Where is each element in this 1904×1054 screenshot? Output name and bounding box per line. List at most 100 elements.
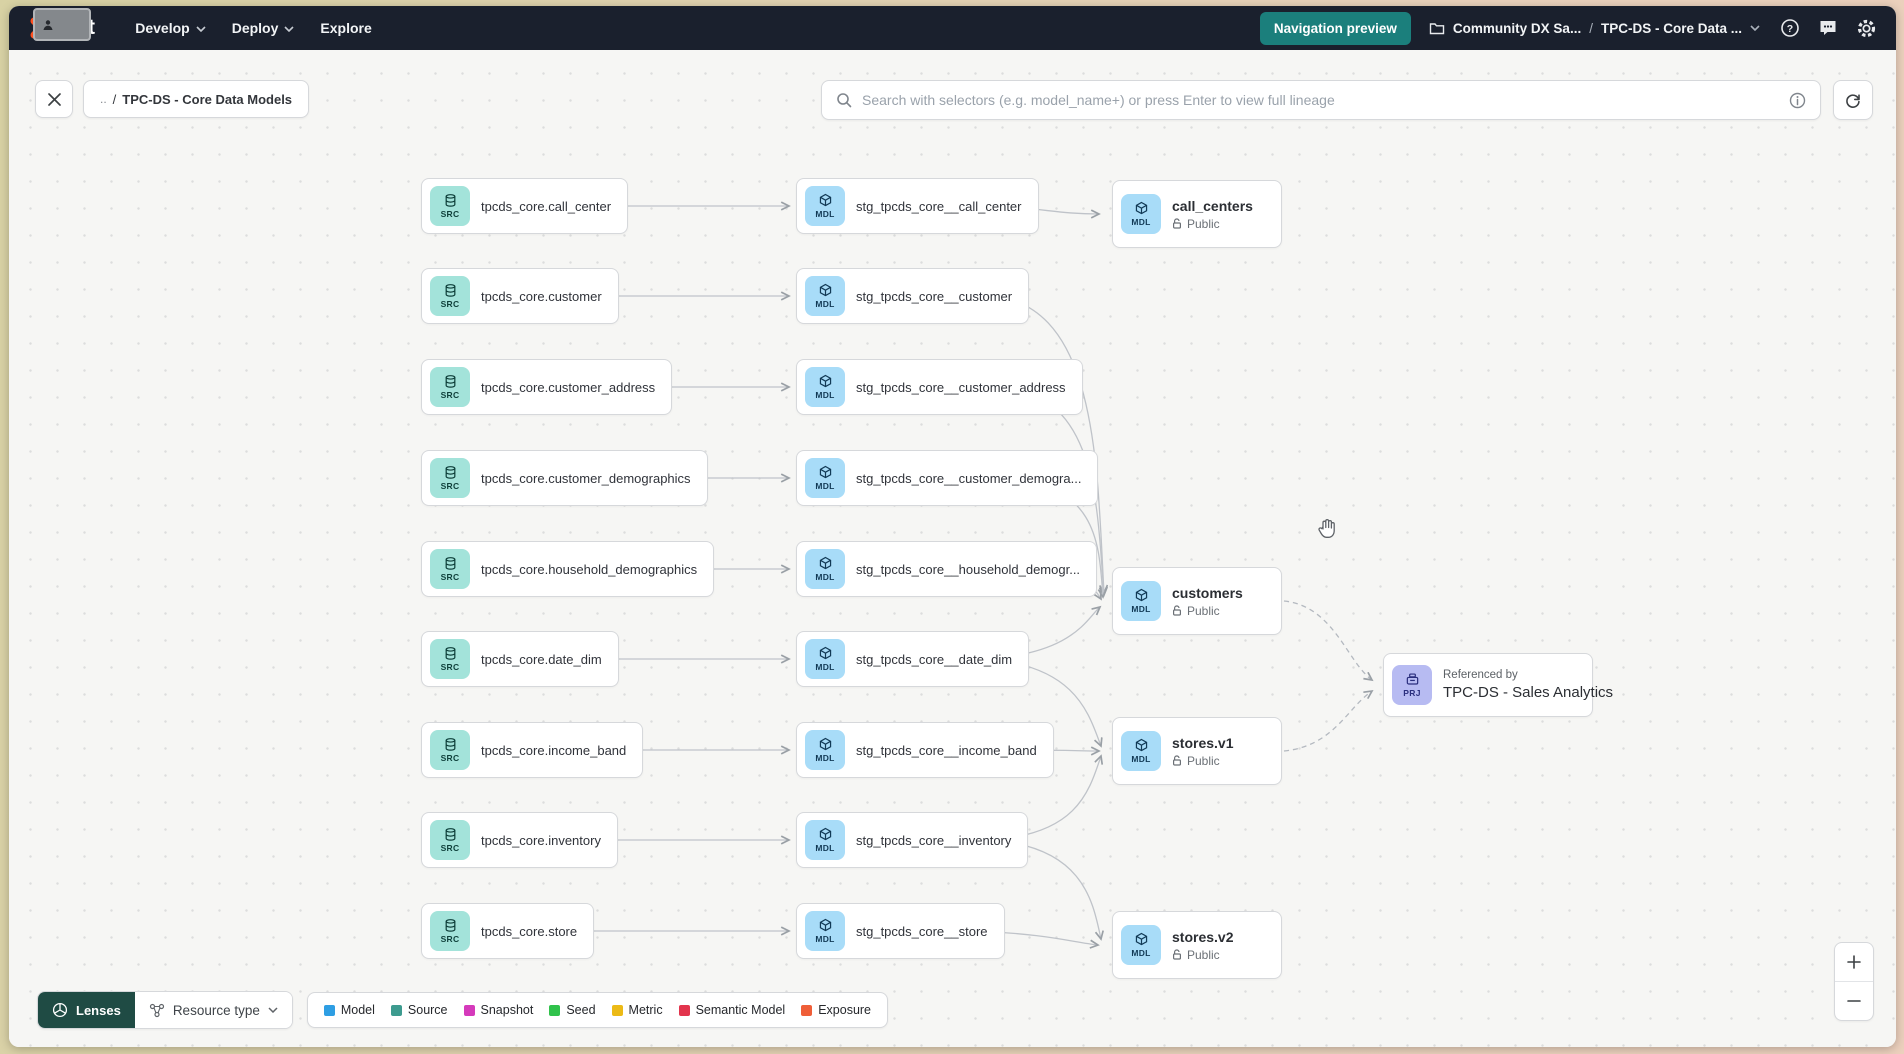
refresh-icon bbox=[1846, 94, 1860, 108]
resource-type-legend: Model Source Snapshot Seed Metric Semant… bbox=[306, 992, 889, 1028]
source-node-icon: SRC bbox=[430, 458, 470, 498]
nav-menu-explore[interactable]: Explore bbox=[320, 20, 372, 36]
graph-node-model[interactable]: MDL stg_tpcds_core__date_dim bbox=[796, 631, 1030, 687]
search-icon bbox=[837, 93, 852, 108]
graph-node-model[interactable]: MDL stg_tpcds_core__inventory bbox=[796, 812, 1029, 868]
info-icon[interactable] bbox=[1789, 92, 1806, 109]
legend-item-model: Model bbox=[323, 1003, 375, 1017]
search-input[interactable] bbox=[862, 92, 1779, 108]
lineage-breadcrumb-chip[interactable]: .. / TPC-DS - Core Data Models bbox=[83, 80, 310, 118]
feedback-chat-icon[interactable] bbox=[1816, 16, 1840, 40]
referenced-project-title: TPC-DS - Sales Analytics bbox=[1443, 684, 1614, 701]
refresh-lineage-button[interactable] bbox=[1833, 80, 1873, 120]
graph-node-project-reference[interactable]: PRJ Referenced by TPC-DS - Sales Analyti… bbox=[1383, 653, 1613, 717]
model-node-icon: MDL bbox=[805, 820, 845, 860]
lock-open-icon bbox=[1173, 949, 1182, 960]
breadcrumb-chip-separator: / bbox=[112, 91, 117, 107]
model-node-icon: MDL bbox=[805, 730, 845, 770]
lineage-search-bar[interactable] bbox=[821, 80, 1821, 120]
node-label: stg_tpcds_core__customer bbox=[856, 288, 1013, 304]
node-label: stg_tpcds_core__call_center bbox=[856, 198, 1022, 214]
graph-node-public-model[interactable]: MDL stores.v1 Public bbox=[1112, 717, 1282, 785]
graph-node-source[interactable]: SRC tpcds_core.household_demographics bbox=[421, 541, 715, 597]
graph-node-source[interactable]: SRC tpcds_core.inventory bbox=[421, 812, 618, 868]
chevron-down-icon bbox=[196, 26, 206, 32]
zoom-in-button[interactable] bbox=[1835, 943, 1873, 981]
legend-item-exposure: Exposure bbox=[801, 1003, 871, 1017]
help-icon[interactable]: ? bbox=[1778, 16, 1802, 40]
graph-node-model[interactable]: MDL stg_tpcds_core__store bbox=[796, 903, 1005, 959]
graph-node-source[interactable]: SRC tpcds_core.customer_address bbox=[421, 359, 673, 415]
model-node-icon: MDL bbox=[805, 186, 845, 226]
model-node-icon: MDL bbox=[1121, 925, 1161, 965]
graph-node-model[interactable]: MDL stg_tpcds_core__income_band bbox=[796, 722, 1054, 778]
graph-node-source[interactable]: SRC tpcds_core.customer bbox=[421, 268, 619, 324]
graph-node-source[interactable]: SRC tpcds_core.call_center bbox=[421, 178, 629, 234]
resource-type-dropdown[interactable]: Resource type bbox=[134, 992, 292, 1028]
chevron-down-icon[interactable] bbox=[1750, 25, 1760, 31]
node-label: stg_tpcds_core__inventory bbox=[856, 832, 1012, 848]
node-title: stores.v1 bbox=[1172, 734, 1234, 751]
legend-item-source: Source bbox=[390, 1003, 448, 1017]
graph-node-model[interactable]: MDL stg_tpcds_core__customer_demogra... bbox=[796, 450, 1099, 506]
legend-swatch bbox=[801, 1004, 813, 1016]
model-node-icon: MDL bbox=[805, 911, 845, 951]
graph-node-public-model[interactable]: MDL customers Public bbox=[1112, 567, 1282, 635]
minus-icon bbox=[1847, 1000, 1861, 1002]
graph-node-source[interactable]: SRC tpcds_core.income_band bbox=[421, 722, 644, 778]
chevron-down-icon bbox=[284, 26, 294, 32]
lock-open-icon bbox=[1173, 755, 1182, 766]
graph-node-model[interactable]: MDL stg_tpcds_core__call_center bbox=[796, 178, 1039, 234]
lineage-canvas[interactable]: .. / TPC-DS - Core Data Models SRC tpcds… bbox=[9, 50, 1896, 1047]
settings-gear-icon[interactable] bbox=[1854, 16, 1878, 40]
lens-icon bbox=[52, 1002, 68, 1018]
node-label: tpcds_core.store bbox=[481, 923, 578, 939]
source-node-icon: SRC bbox=[430, 186, 470, 226]
node-visibility: Public bbox=[1172, 604, 1243, 618]
node-label: tpcds_core.customer_demographics bbox=[481, 470, 691, 486]
node-label: stg_tpcds_core__store bbox=[856, 923, 988, 939]
source-node-icon: SRC bbox=[430, 276, 470, 316]
legend-swatch bbox=[611, 1004, 623, 1016]
breadcrumb-up-link[interactable]: .. bbox=[100, 92, 107, 106]
graph-node-public-model[interactable]: MDL call_centers Public bbox=[1112, 180, 1282, 248]
graph-node-source[interactable]: SRC tpcds_core.customer_demographics bbox=[421, 450, 708, 506]
source-node-icon: SRC bbox=[430, 911, 470, 951]
node-label: tpcds_core.date_dim bbox=[481, 651, 602, 667]
navigation-preview-button[interactable]: Navigation preview bbox=[1259, 11, 1411, 45]
node-label: stg_tpcds_core__household_demogr... bbox=[856, 561, 1081, 577]
graph-node-model[interactable]: MDL stg_tpcds_core__customer bbox=[796, 268, 1030, 324]
plus-icon bbox=[1847, 955, 1861, 969]
source-node-icon: SRC bbox=[430, 549, 470, 589]
node-label: stg_tpcds_core__customer_address bbox=[856, 379, 1066, 395]
nav-menu-develop[interactable]: Develop bbox=[135, 20, 206, 36]
graph-node-source[interactable]: SRC tpcds_core.date_dim bbox=[421, 631, 619, 687]
model-node-icon: MDL bbox=[805, 549, 845, 589]
legend-item-metric: Metric bbox=[611, 1003, 663, 1017]
lock-open-icon bbox=[1173, 605, 1182, 616]
graph-node-model[interactable]: MDL stg_tpcds_core__household_demogr... bbox=[796, 541, 1098, 597]
breadcrumb-separator: / bbox=[1589, 20, 1593, 36]
breadcrumb-page[interactable]: TPC-DS - Core Data ... bbox=[1600, 20, 1742, 36]
graph-node-public-model[interactable]: MDL stores.v2 Public bbox=[1112, 911, 1282, 979]
source-node-icon: SRC bbox=[430, 639, 470, 679]
legend-swatch bbox=[463, 1004, 475, 1016]
project-breadcrumb[interactable]: Community DX Sa... / TPC-DS - Core Data … bbox=[1429, 21, 1760, 36]
node-label: tpcds_core.call_center bbox=[481, 198, 612, 214]
zoom-out-button[interactable] bbox=[1835, 982, 1873, 1020]
legend-item-seed: Seed bbox=[549, 1003, 596, 1017]
graph-node-source[interactable]: SRC tpcds_core.store bbox=[421, 903, 595, 959]
breadcrumb-chip-title: TPC-DS - Core Data Models bbox=[122, 91, 293, 107]
model-node-icon: MDL bbox=[805, 367, 845, 407]
breadcrumb-project[interactable]: Community DX Sa... bbox=[1452, 20, 1582, 36]
lenses-button[interactable]: Lenses bbox=[38, 992, 135, 1028]
nav-menu-deploy[interactable]: Deploy bbox=[232, 20, 295, 36]
model-node-icon: MDL bbox=[1121, 731, 1161, 771]
graph-node-model[interactable]: MDL stg_tpcds_core__customer_address bbox=[796, 359, 1083, 415]
close-lineage-button[interactable] bbox=[35, 80, 73, 118]
legend-item-snapshot: Snapshot bbox=[463, 1003, 533, 1017]
model-node-icon: MDL bbox=[805, 458, 845, 498]
node-label: stg_tpcds_core__date_dim bbox=[856, 651, 1013, 667]
source-node-icon: SRC bbox=[430, 820, 470, 860]
node-label: stg_tpcds_core__customer_demogra... bbox=[856, 470, 1082, 486]
